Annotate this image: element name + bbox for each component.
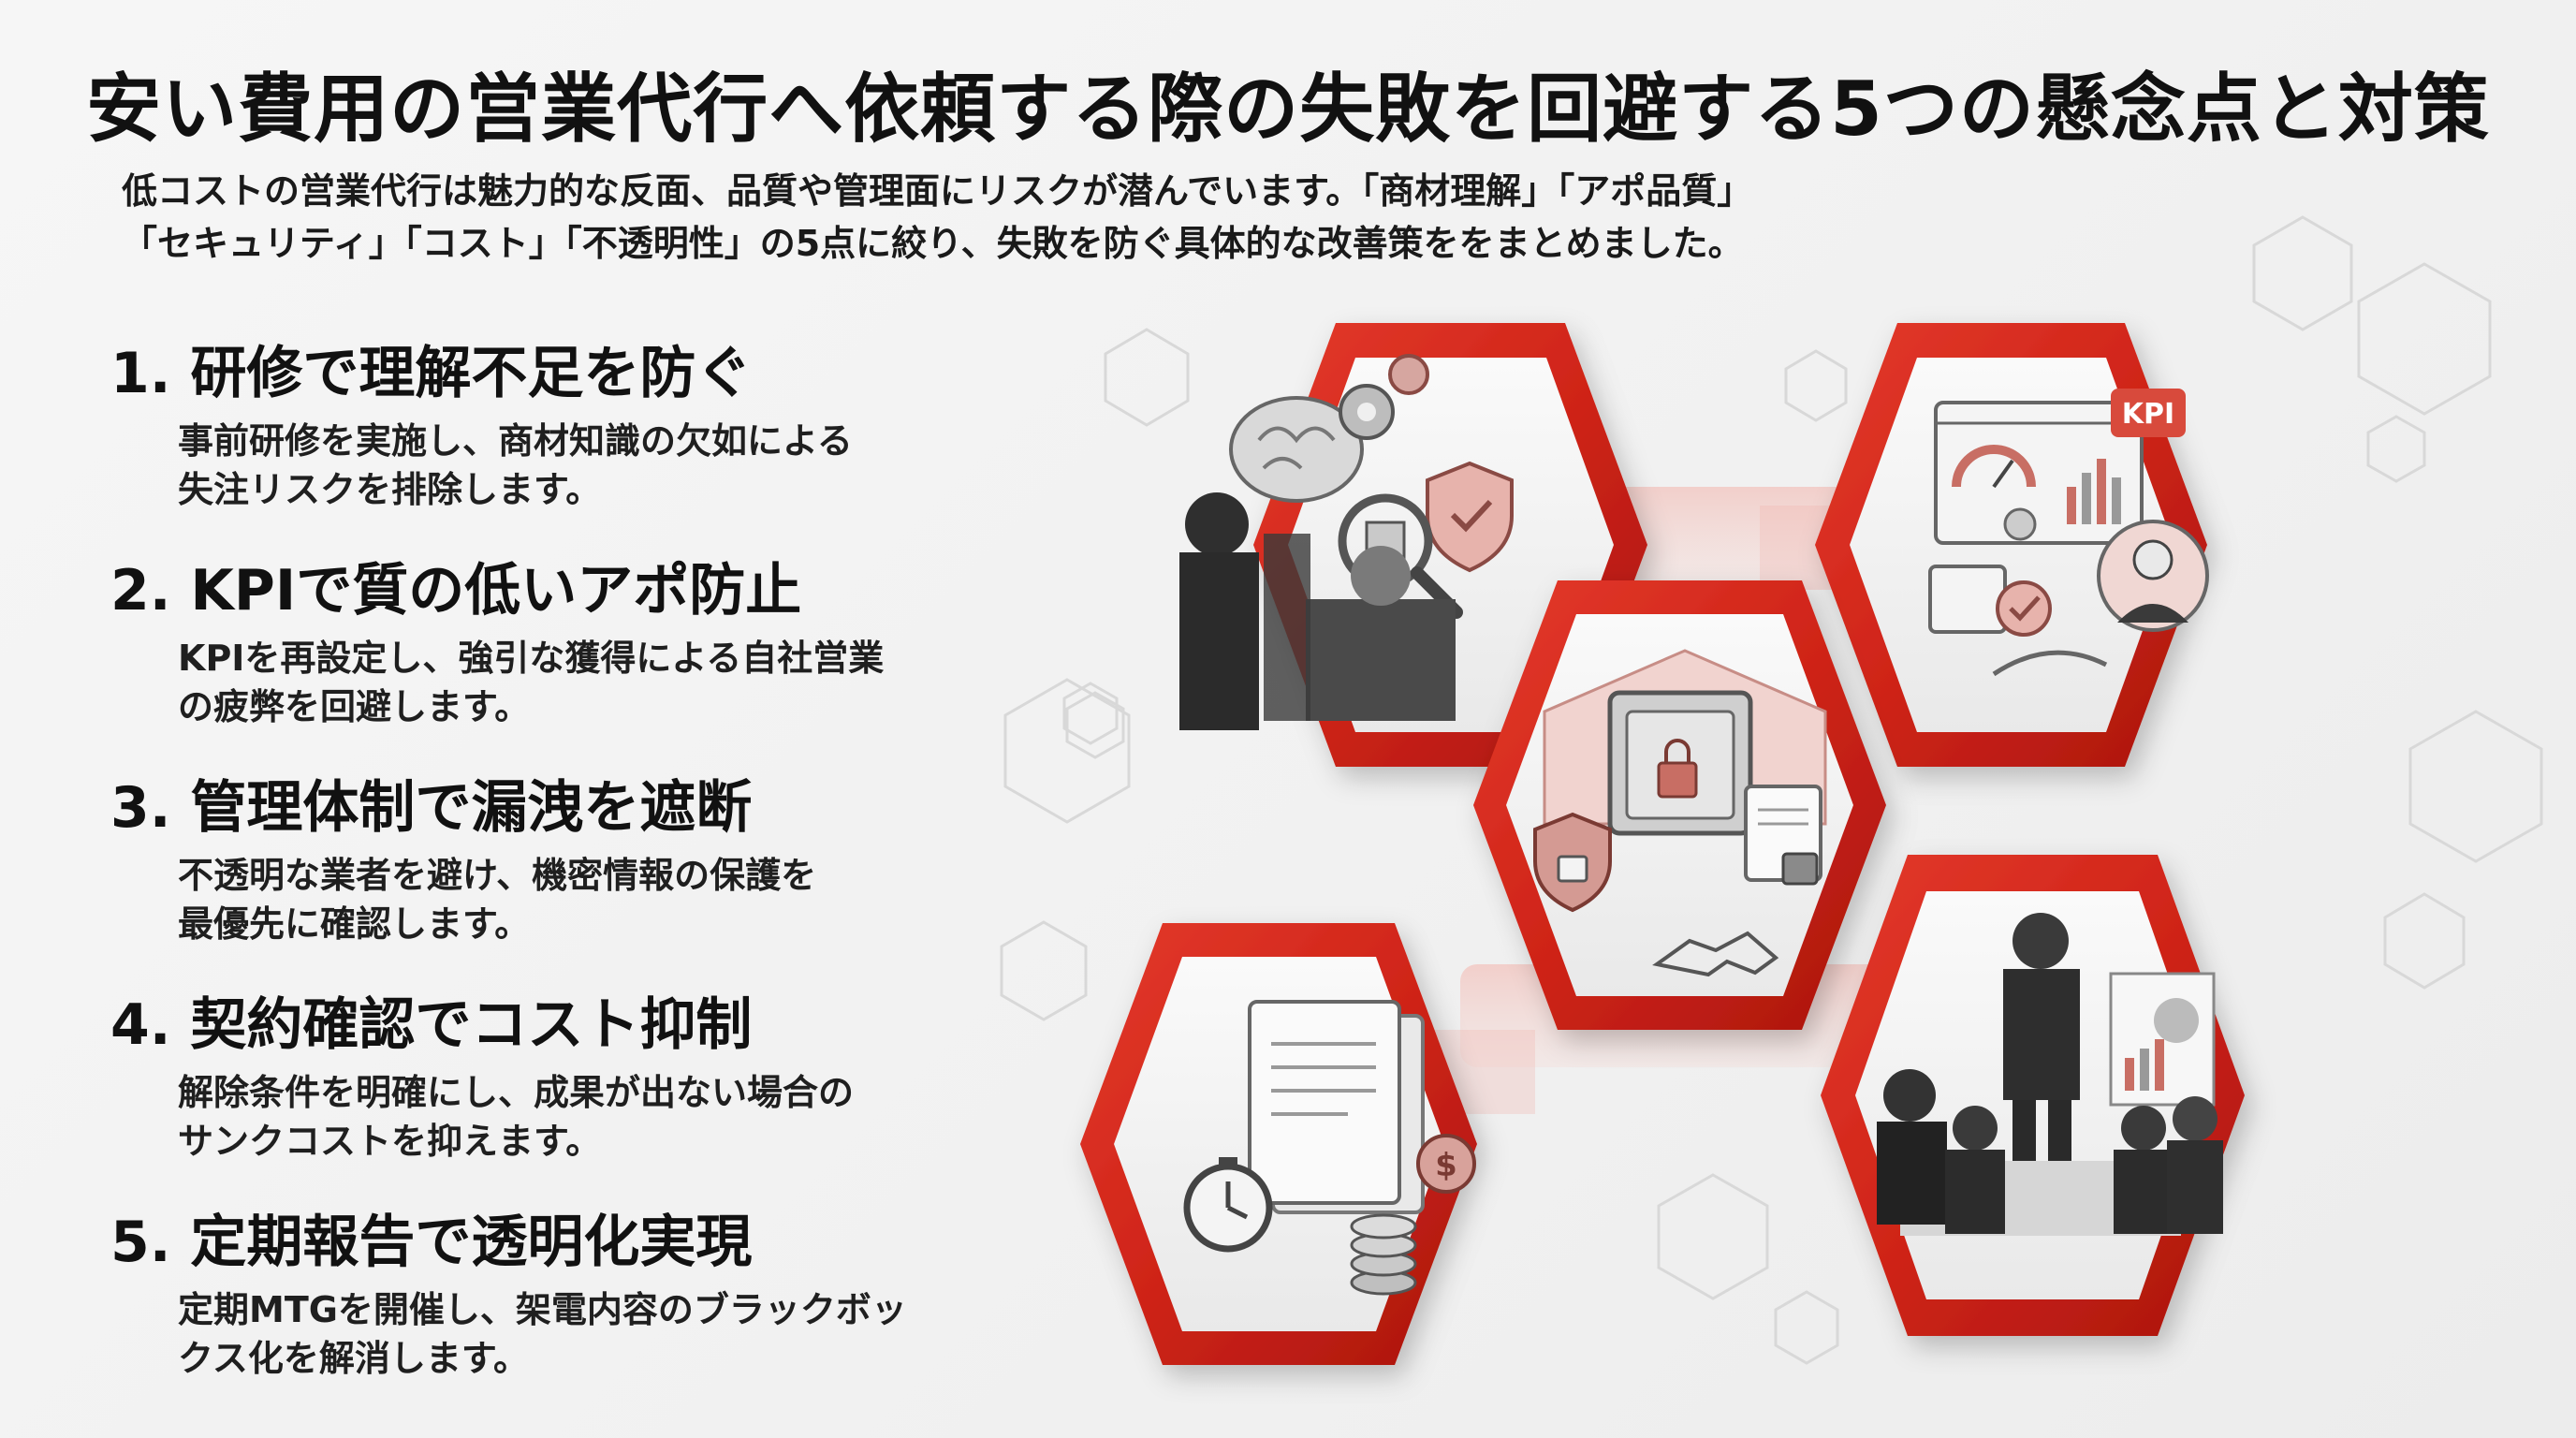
concern-description-line: 失注リスクを排除します。	[178, 469, 602, 510]
brain-gears-magnifier-shield-icon	[1179, 354, 1514, 730]
svg-text:$: $	[1435, 1147, 1457, 1184]
meeting-presentation-icon	[1877, 913, 2223, 1236]
concern-heading: 2. KPIで質の低いアポ防止	[110, 558, 802, 624]
concern-heading: 3. 管理体制で漏洩を遮断	[110, 775, 753, 841]
concern-description: 不透明な業者を避け、機密情報の保護を 最優先に確認します。	[178, 851, 1046, 948]
concern-item-4: 4. 契約確認でコスト抑制 解除条件を明確にし、成果が出ない場合の サンクコスト…	[110, 979, 1046, 1166]
concern-description-line: クス化を解消します。	[178, 1338, 530, 1379]
concern-description-line: 事前研修を実施し、商材知識の欠如による	[178, 420, 853, 462]
page-title: 安い費用の営業代行へ依頼する際の失敗を回避する5つの懸念点と対策	[86, 66, 2490, 153]
concern-description-line: 定期MTGを開催し、架電内容のブラックボッ	[178, 1289, 907, 1330]
subtitle: 低コストの営業代行は魅力的な反面、品質や管理面にリスクが潜んでいます。「商材理解…	[122, 165, 1994, 270]
concern-heading: 4. 契約確認でコスト抑制	[110, 992, 753, 1058]
concern-item-2: 2. KPIで質の低いアポ防止 KPIを再設定し、強引な獲得による自社営業 の疲…	[110, 545, 1046, 731]
concern-description-line: 最優先に確認します。	[178, 903, 531, 945]
subtitle-line-2: 「セキュリティ」「コスト」「不透明性」の5点に絞り、失敗を防ぐ具体的な改善策をを…	[122, 223, 1744, 264]
concern-description-line: サンクコストを抑えます。	[178, 1121, 602, 1162]
subtitle-line-1: 低コストの営業代行は魅力的な反面、品質や管理面にリスクが潜んでいます。「商材理解…	[122, 170, 1753, 212]
concern-description-line: 不透明な業者を避け、機密情報の保護を	[178, 855, 817, 896]
concern-item-3: 3. 管理体制で漏洩を遮断 不透明な業者を避け、機密情報の保護を 最優先に確認し…	[110, 762, 1046, 948]
kpi-badge: KPI	[2122, 398, 2174, 431]
concern-item-1: 1. 研修で理解不足を防ぐ 事前研修を実施し、商材知識の欠如による 失注リスクを…	[110, 328, 1046, 514]
background-hexagons	[1000, 215, 2543, 1365]
concern-description-line: KPIを再設定し、強引な獲得による自社営業	[178, 638, 885, 679]
documents-stopwatch-coins-icon: $	[1183, 1000, 1476, 1296]
kpi-dashboard-operator-icon: KPI	[1928, 389, 2209, 677]
safe-lock-handshake-icon	[1533, 649, 1827, 977]
concern-heading: 5. 定期報告で透明化実現	[110, 1210, 753, 1275]
concern-item-5: 5. 定期報告で透明化実現 定期MTGを開催し、架電内容のブラックボッ クス化を…	[110, 1196, 1046, 1383]
concern-description: 定期MTGを開催し、架電内容のブラックボッ クス化を解消します。	[178, 1285, 1046, 1383]
concern-description: KPIを再設定し、強引な獲得による自社営業 の疲弊を回避します。	[178, 634, 1046, 731]
concern-description: 解除条件を明確にし、成果が出ない場合の サンクコストを抑えます。	[178, 1068, 1046, 1166]
concern-description: 事前研修を実施し、商材知識の欠如による 失注リスクを排除します。	[178, 417, 1046, 514]
concern-description-line: 解除条件を明確にし、成果が出ない場合の	[178, 1072, 855, 1113]
concern-heading: 1. 研修で理解不足を防ぐ	[110, 341, 753, 406]
concern-description-line: の疲弊を回避します。	[178, 686, 531, 727]
